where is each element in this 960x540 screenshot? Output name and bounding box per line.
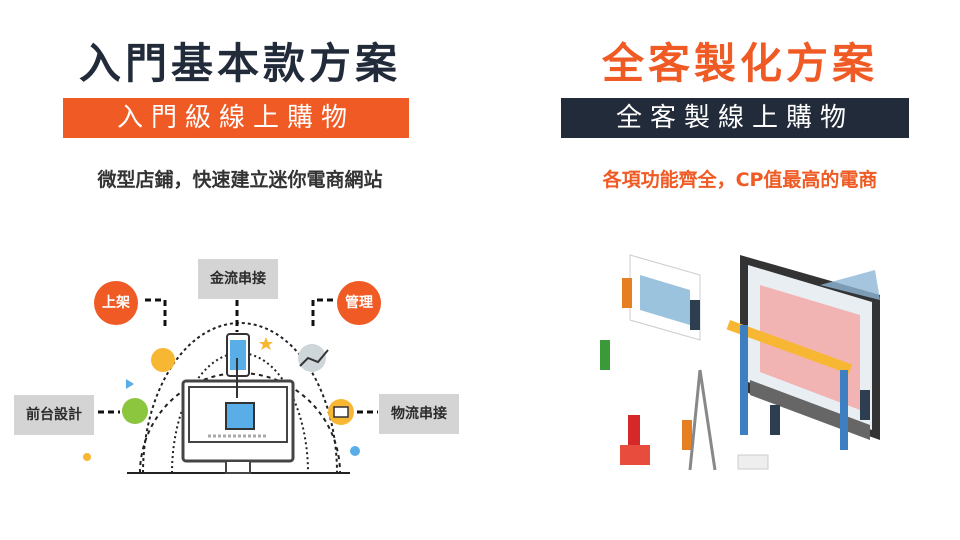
custom-plan-banner: 全客製線上購物 (561, 98, 909, 138)
custom-build-illustration (600, 254, 880, 471)
basic-plan-banner: 入門級線上購物 (63, 98, 409, 138)
custom-plan-title: 全客製化方案 (601, 39, 878, 88)
ecommerce-illustration (83, 298, 378, 474)
logistics-integration-label: 物流串接 (379, 394, 459, 434)
custom-plan-subtitle: 各項功能齊全，CP值最高的電商 (602, 169, 878, 191)
payment-integration-label: 金流串接 (198, 259, 278, 299)
basic-plan-title: 入門基本款方案 (78, 39, 401, 88)
frontend-design-label: 前台設計 (14, 395, 94, 435)
basic-plan-diagram: 金流串接 上架 管理 前台設計 物流串接 (0, 240, 480, 500)
basic-plan-subtitle: 微型店鋪，快速建立迷你電商網站 (97, 169, 383, 191)
management-badge: 管理 (337, 281, 381, 325)
listing-badge: 上架 (94, 281, 138, 325)
